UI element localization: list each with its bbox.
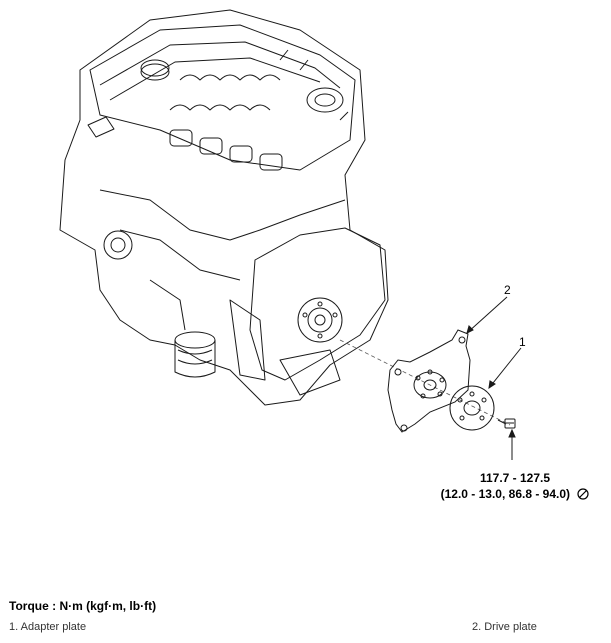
legend-item-drive-plate: 2. Drive plate (472, 621, 537, 633)
engine-block (59, 9, 389, 406)
torque-value: 117.7 - 127.5 (479, 471, 551, 485)
torque-specification: 117.7 - 127.5 (12.0 - 13.0, 86.8 - 94.0) (420, 470, 610, 502)
callout-number-1: 1 (519, 335, 526, 349)
torque-converted-values: (12.0 - 13.0, 86.8 - 94.0) (440, 487, 571, 501)
drive-plate (387, 329, 471, 433)
torque-units-title: Torque : N·m (kgf·m, lb·ft) (9, 599, 157, 613)
callout-number-2: 2 (504, 283, 511, 297)
leader-lines (466, 296, 522, 460)
no-reuse-icon (577, 488, 589, 500)
engine-exploded-diagram (59, 9, 522, 460)
legend-item-adapter-plate: 1. Adapter plate (9, 621, 87, 633)
drive-plate-bolt (497, 418, 516, 429)
adapter-plate (449, 385, 495, 431)
alignment-centerline (339, 339, 511, 426)
